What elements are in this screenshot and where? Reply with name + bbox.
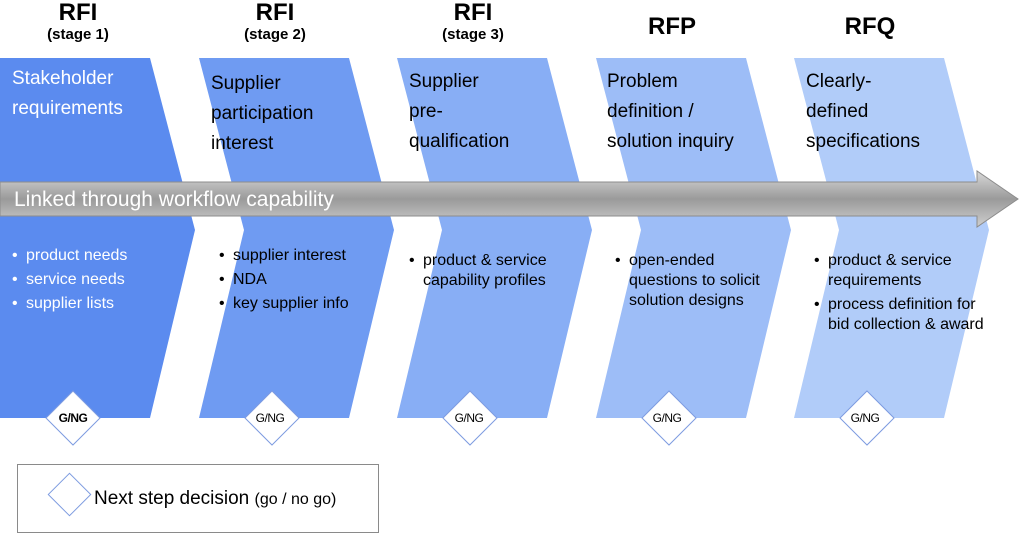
stage-bullets-5: product & service requirements process d… xyxy=(814,251,984,339)
stage-name-2: RFI xyxy=(255,0,295,26)
list-item: product & service requirements xyxy=(814,251,984,291)
decision-label-5: G/NG xyxy=(850,411,880,425)
stage-name-1: RFI xyxy=(58,0,98,26)
stage-chevron-1 xyxy=(0,58,195,418)
stage-header-5: RFQ xyxy=(795,14,945,40)
stage-bullets-2: supplier interest NDA key supplier info xyxy=(219,246,389,318)
stage-title-3: Supplier pre- qualification xyxy=(409,71,510,152)
stage-header-3: RFI (stage 3) xyxy=(398,0,548,44)
stage-header-4: RFP xyxy=(597,14,747,40)
stage-name-3: RFI xyxy=(453,0,493,26)
stage-chevron-2 xyxy=(199,58,394,418)
decision-label-1: G/NG xyxy=(58,411,88,425)
workflow-arrow-label: Linked through workflow capability xyxy=(14,188,334,211)
stage-title-5: Clearly- defined specifications xyxy=(806,71,921,152)
list-item: product & service capability profiles xyxy=(409,251,574,291)
decision-diamond-icon xyxy=(47,472,92,517)
decision-label-4: G/NG xyxy=(652,411,682,425)
stage-name-4: RFP xyxy=(648,13,696,40)
legend-note: (go / no go) xyxy=(254,491,337,508)
legend-text: Next step decision (go / no go) xyxy=(94,487,336,512)
stage-bullets-4: open-ended questions to solicit solution… xyxy=(615,251,765,315)
legend: Next step decision (go / no go) xyxy=(17,464,379,533)
stage-name-5: RFQ xyxy=(844,13,896,40)
stage-sub-1: (stage 1) xyxy=(47,26,109,43)
workflow-arrow xyxy=(0,170,1019,228)
stage-header-1: RFI (stage 1) xyxy=(3,0,153,44)
stage-sub-2: (stage 2) xyxy=(244,26,306,43)
decision-label-3: G/NG xyxy=(454,411,484,425)
stage-header-2: RFI (stage 2) xyxy=(200,0,350,44)
stage-title-1: Stakeholder requirements xyxy=(12,68,123,119)
stage-title-4: Problem definition / solution inquiry xyxy=(607,71,734,152)
list-item: NDA xyxy=(219,270,389,290)
list-item: product needs xyxy=(12,246,182,266)
decision-diamond-1 xyxy=(45,390,101,446)
list-item: open-ended questions to solicit solution… xyxy=(615,251,765,311)
decision-diamond-4 xyxy=(641,390,697,446)
list-item: supplier interest xyxy=(219,246,389,266)
stage-bullets-3: product & service capability profiles xyxy=(409,251,574,295)
decision-diamond-5 xyxy=(839,390,895,446)
decision-diamond-2 xyxy=(244,390,300,446)
stage-sub-3: (stage 3) xyxy=(442,26,504,43)
stage-title-2: Supplier participation interest xyxy=(211,73,314,154)
stage-bullets-1: product needs service needs supplier lis… xyxy=(12,246,182,318)
legend-label: Next step decision xyxy=(94,488,250,509)
decision-label-2: G/NG xyxy=(255,411,285,425)
decision-diamond-3 xyxy=(442,390,498,446)
stage-chevron-3 xyxy=(397,58,592,418)
list-item: supplier lists xyxy=(12,294,182,314)
stage-chevron-4 xyxy=(596,58,791,418)
list-item: process definition for bid collection & … xyxy=(814,295,984,335)
list-item: service needs xyxy=(12,270,182,290)
list-item: key supplier info xyxy=(219,294,389,314)
